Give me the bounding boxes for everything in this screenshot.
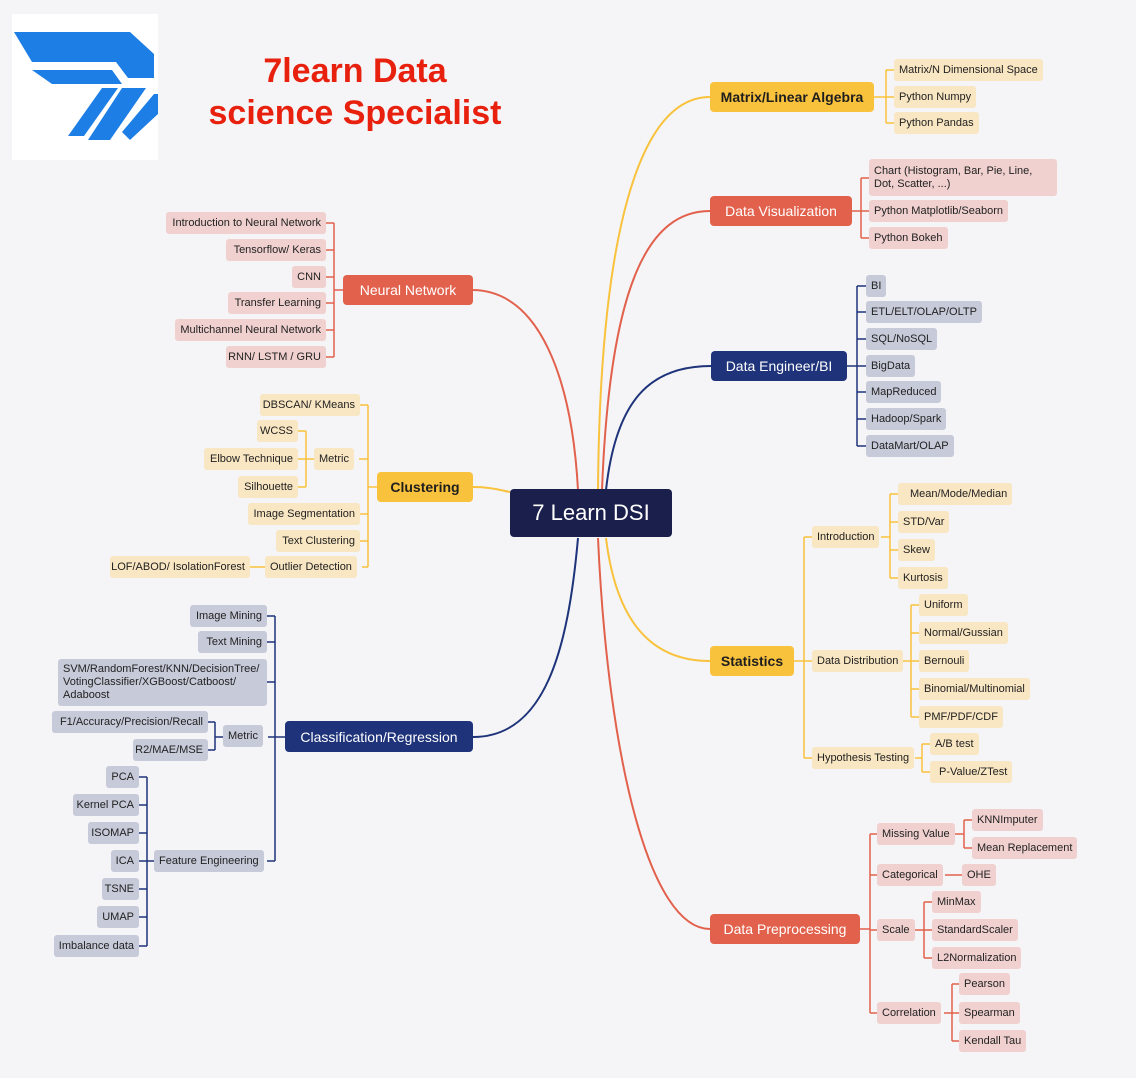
clustering-metric[interactable]: Metric [314, 448, 354, 470]
leaf-classification-metric-item[interactable]: F1/Accuracy/Precision/Recall [52, 711, 208, 733]
leaf-feature-item[interactable]: TSNE [102, 878, 139, 900]
leaf-matrix-item[interactable]: Python Numpy [894, 86, 977, 108]
leaf-introduction-item[interactable]: Mean/Mode/Median [898, 483, 1013, 505]
leaf-hypothesis-item[interactable]: A/B test [930, 733, 979, 755]
prep-scale[interactable]: Scale [877, 919, 915, 941]
leaf-engineer-item[interactable]: BigData [866, 355, 916, 377]
leaf-distribution-item[interactable]: Bernouli [919, 650, 970, 672]
classification-feature-engineering[interactable]: Feature Engineering [154, 850, 264, 872]
logo [12, 14, 158, 160]
leaf-engineer-item[interactable]: SQL/NoSQL [866, 328, 938, 350]
leaf-visualization-item[interactable]: Python Bokeh [869, 227, 948, 249]
leaf-clustering-item[interactable]: DBSCAN/ KMeans [260, 394, 360, 416]
leaf-missing-item[interactable]: Mean Replacement [972, 837, 1078, 859]
prep-missing-value[interactable]: Missing Value [877, 823, 955, 845]
title-line-2: science Specialist [208, 94, 502, 132]
leaf-hypothesis-item[interactable]: P-Value/ZTest [930, 761, 1013, 783]
classification-metric[interactable]: Metric [223, 725, 263, 747]
branch-matrix[interactable]: Matrix/Linear Algebra [710, 82, 874, 112]
leaf-introduction-item[interactable]: Skew [898, 539, 935, 561]
branch-classification-regression[interactable]: Classification/Regression [285, 721, 473, 752]
leaf-classification-item[interactable]: Text Mining [198, 631, 267, 653]
leaf-neural-item[interactable]: Transfer Learning [228, 292, 326, 314]
leaf-engineer-item[interactable]: ETL/ELT/OLAP/OLTP [866, 301, 982, 323]
leaf-classification-models[interactable]: SVM/RandomForest/KNN/DecisionTree/ Votin… [58, 659, 267, 706]
leaf-scale-item[interactable]: L2Normalization [932, 947, 1022, 969]
leaf-scale-item[interactable]: MinMax [932, 891, 981, 913]
branch-data-preprocessing[interactable]: Data Preprocessing [710, 914, 860, 944]
branch-statistics[interactable]: Statistics [710, 646, 794, 676]
leaf-matrix-item[interactable]: Matrix/N Dimensional Space [894, 59, 1043, 81]
leaf-feature-item[interactable]: PCA [106, 766, 139, 788]
center-node[interactable]: 7 Learn DSI [510, 489, 672, 537]
leaf-outlier-item[interactable]: LOF/ABOD/ IsolationForest [110, 556, 250, 578]
leaf-clustering-item[interactable]: Image Segmentation [248, 503, 360, 525]
leaf-distribution-item[interactable]: Uniform [919, 594, 968, 616]
stat-hypothesis-testing[interactable]: Hypothesis Testing [812, 747, 915, 769]
leaf-distribution-item[interactable]: PMF/PDF/CDF [919, 706, 1003, 728]
page-title: 7learn Data science Specialist [160, 50, 550, 134]
leaf-scale-item[interactable]: StandardScaler [932, 919, 1018, 941]
leaf-clustering-item[interactable]: Text Clustering [276, 530, 360, 552]
leaf-feature-item[interactable]: ICA [111, 850, 139, 872]
leaf-engineer-item[interactable]: DataMart/OLAP [866, 435, 954, 457]
branch-neural-network[interactable]: Neural Network [343, 275, 473, 305]
leaf-feature-item[interactable]: Imbalance data [54, 935, 139, 957]
7learn-logo-icon [14, 32, 158, 140]
branch-data-visualization[interactable]: Data Visualization [710, 196, 852, 226]
leaf-introduction-item[interactable]: STD/Var [898, 511, 950, 533]
title-line-1: 7learn Data [263, 52, 447, 90]
branch-clustering[interactable]: Clustering [377, 472, 473, 502]
leaf-visualization-item[interactable]: Chart (Histogram, Bar, Pie, Line, Dot, S… [869, 159, 1057, 196]
prep-categorical[interactable]: Categorical [877, 864, 943, 886]
stat-data-distribution[interactable]: Data Distribution [812, 650, 904, 672]
leaf-feature-item[interactable]: UMAP [97, 906, 139, 928]
leaf-clustering-metric-item[interactable]: WCSS [257, 420, 298, 442]
prep-correlation[interactable]: Correlation [877, 1002, 941, 1024]
leaf-engineer-item[interactable]: MapReduced [866, 381, 942, 403]
leaf-neural-item[interactable]: Tensorflow/ Keras [226, 239, 326, 261]
leaf-neural-item[interactable]: CNN [292, 266, 326, 288]
leaf-neural-item[interactable]: Introduction to Neural Network [166, 212, 326, 234]
leaf-clustering-metric-item[interactable]: Silhouette [238, 476, 298, 498]
leaf-engineer-item[interactable]: BI [866, 275, 887, 297]
leaf-visualization-item[interactable]: Python Matplotlib/Seaborn [869, 200, 1009, 222]
leaf-clustering-metric-item[interactable]: Elbow Technique [204, 448, 298, 470]
leaf-neural-item[interactable]: RNN/ LSTM / GRU [226, 346, 326, 368]
leaf-introduction-item[interactable]: Kurtosis [898, 567, 948, 589]
leaf-feature-item[interactable]: Kernel PCA [73, 794, 139, 816]
leaf-classification-item[interactable]: Image Mining [190, 605, 267, 627]
leaf-matrix-item[interactable]: Python Pandas [894, 112, 979, 134]
leaf-classification-metric-item[interactable]: R2/MAE/MSE [133, 739, 208, 761]
leaf-distribution-item[interactable]: Binomial/Multinomial [919, 678, 1030, 700]
branch-data-engineer[interactable]: Data Engineer/BI [711, 351, 847, 381]
leaf-correlation-item[interactable]: Pearson [959, 973, 1010, 995]
leaf-correlation-item[interactable]: Spearman [959, 1002, 1020, 1024]
leaf-feature-item[interactable]: ISOMAP [88, 822, 139, 844]
leaf-neural-item[interactable]: Multichannel Neural Network [175, 319, 326, 341]
leaf-engineer-item[interactable]: Hadoop/Spark [866, 408, 947, 430]
clustering-outlier-detection[interactable]: Outlier Detection [265, 556, 357, 578]
leaf-correlation-item[interactable]: Kendall Tau [959, 1030, 1027, 1052]
leaf-distribution-item[interactable]: Normal/Gussian [919, 622, 1008, 644]
leaf-categorical-item[interactable]: OHE [962, 864, 996, 886]
leaf-missing-item[interactable]: KNNImputer [972, 809, 1043, 831]
stat-introduction[interactable]: Introduction [812, 526, 880, 548]
